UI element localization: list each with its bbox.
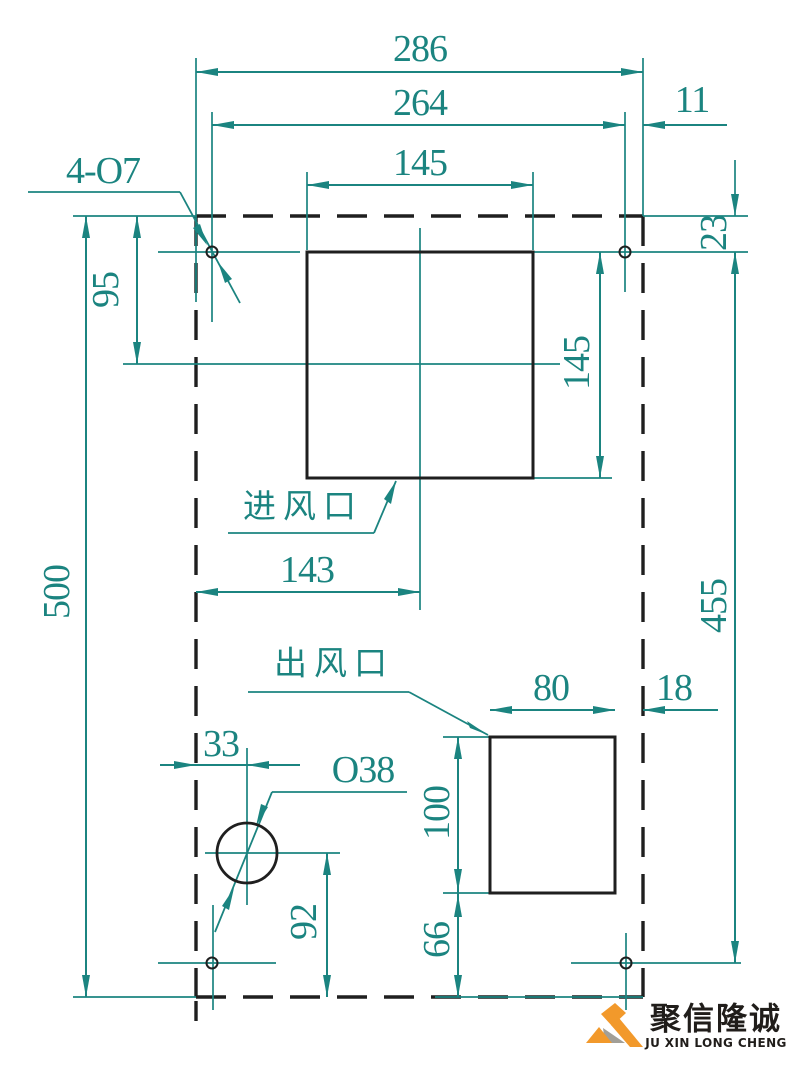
mounting-hole-bottom-left xyxy=(205,956,219,970)
logo-name-en: JU XIN LONG CHENG xyxy=(645,1036,787,1050)
extension-lines xyxy=(73,58,748,1010)
dim-outlet-bottom-offset: 66 xyxy=(416,922,458,958)
inlet-opening xyxy=(305,250,535,480)
mountain-logo-icon xyxy=(586,1003,643,1047)
callout-round-hole: O38 xyxy=(331,749,395,791)
dim-hole-vertical-span: 455 xyxy=(693,579,735,633)
dim-inlet-height: 145 xyxy=(556,336,598,390)
dim-hole-span: 264 xyxy=(393,82,448,124)
dim-circle-from-left: 33 xyxy=(203,723,240,765)
dim-outlet-right-offset: 18 xyxy=(656,667,693,709)
dim-overall-height: 500 xyxy=(36,565,78,619)
outlet-label: 出风口 xyxy=(274,646,394,683)
dimension-lines xyxy=(85,71,736,997)
dim-outlet-width: 80 xyxy=(533,667,570,709)
dim-top-overall: 286 xyxy=(393,28,448,70)
dim-inlet-width: 145 xyxy=(393,142,448,184)
round-hole-38 xyxy=(215,821,279,885)
mounting-hole-top-right xyxy=(618,245,632,259)
inlet-label: 进风口 xyxy=(243,489,363,526)
dim-circle-from-bottom: 92 xyxy=(283,904,325,940)
callout-mounting-holes: 4-O7 xyxy=(65,150,141,192)
mounting-hole-top-left xyxy=(205,245,219,259)
dim-hole-top-offset: 23 xyxy=(693,215,735,251)
dim-outlet-height: 100 xyxy=(416,786,458,840)
dim-inlet-center-top: 95 xyxy=(85,272,127,308)
panel-outline xyxy=(194,214,645,1021)
dim-inlet-center-left: 143 xyxy=(280,549,335,591)
mounting-hole-bottom-right xyxy=(619,956,633,970)
dimension-arrows xyxy=(82,68,739,997)
outlet-opening xyxy=(488,735,617,895)
logo-name-cn: 聚信隆诚 xyxy=(650,1001,782,1038)
leader-lines xyxy=(28,191,489,933)
dim-right-offset: 11 xyxy=(674,79,711,121)
